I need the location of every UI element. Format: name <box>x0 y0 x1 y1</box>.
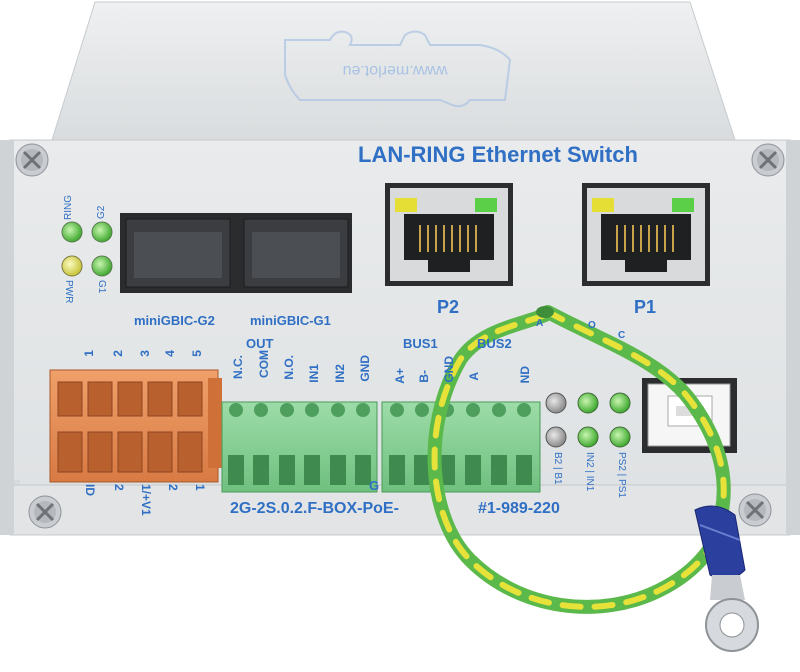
screw-icon <box>751 143 785 177</box>
orange-pin-1: 1 <box>82 350 96 357</box>
orange-bottom-2: 2 <box>112 484 126 491</box>
led-label-pwr: PWR <box>63 280 74 304</box>
model-label: 2G-2S.0.2.F-BOX-PoE- <box>230 500 399 517</box>
status-label-in: IN2 | IN1 <box>584 452 595 492</box>
bus1-label: BUS1 <box>403 336 438 351</box>
sfp-label-g1: miniGBIC-G1 <box>250 313 331 328</box>
pin-com: COM <box>257 350 271 378</box>
orange-pin-3: 3 <box>138 350 152 357</box>
pin-nc: N.C. <box>231 355 245 379</box>
led-g2 <box>91 221 113 243</box>
bus2-label: BUS2 <box>477 336 512 351</box>
ring-lug <box>694 505 759 652</box>
rj45-port-p2 <box>385 183 513 286</box>
logo-outline <box>284 30 512 108</box>
status-label-b: B2 | B1 <box>552 452 563 485</box>
orange-pin-2: 2 <box>111 350 125 357</box>
model-suffix: #1-989-220 <box>478 500 560 517</box>
device-title: LAN-RING Ethernet Switch <box>358 142 638 167</box>
out-group-label: OUT <box>246 336 274 351</box>
logo-text: www.merlot.eu <box>343 62 449 79</box>
pin-a-plus: A+ <box>393 368 407 384</box>
partial-label-o: O <box>588 320 596 331</box>
screw-icon <box>28 495 62 529</box>
led-ring <box>61 221 83 243</box>
pin-in1: IN1 <box>307 364 321 383</box>
ground-cable <box>427 305 731 614</box>
led-label-g2: G2 <box>96 205 107 219</box>
status-label-ps: PS2 | PS1 <box>616 452 627 498</box>
green-terminal-block-out <box>221 401 378 493</box>
led-label-g1: G1 <box>96 280 107 294</box>
pin-in2: IN2 <box>333 364 347 383</box>
orange-terminal-block <box>49 369 222 483</box>
orange-pin-4: 4 <box>163 350 177 357</box>
port-label-p2: P2 <box>437 297 460 317</box>
pin-gnd-2: GND <box>442 356 456 383</box>
led-pwr <box>61 255 83 277</box>
green-terminal-block-bus <box>381 401 541 493</box>
partial-label-a: A <box>536 318 544 329</box>
orange-bottom-4: 2 <box>166 484 180 491</box>
orange-bottom-1: ID <box>83 484 97 496</box>
sfp-label-g2: miniGBIC-G2 <box>134 313 215 328</box>
partial-label-c: C <box>618 330 626 341</box>
pin-a-bus2: A <box>467 372 481 381</box>
pin-gnd-1: GND <box>358 355 372 382</box>
screw-icon <box>15 143 49 177</box>
led-g1 <box>91 255 113 277</box>
pin-no: N.O. <box>282 355 296 380</box>
rj45-port-p1 <box>582 183 710 286</box>
orange-bottom-3: 1/+V1 <box>139 484 153 516</box>
port-label-p1: P1 <box>634 297 657 317</box>
screw-icon <box>738 493 772 527</box>
partial-letter: G <box>369 478 380 493</box>
pin-b-minus: B- <box>417 370 431 383</box>
orange-pin-5: 5 <box>190 350 204 357</box>
pin-gnd-bus2: ND <box>518 366 532 384</box>
led-label-ring: RING <box>63 195 74 220</box>
orange-bottom-5: 1 <box>193 484 207 491</box>
